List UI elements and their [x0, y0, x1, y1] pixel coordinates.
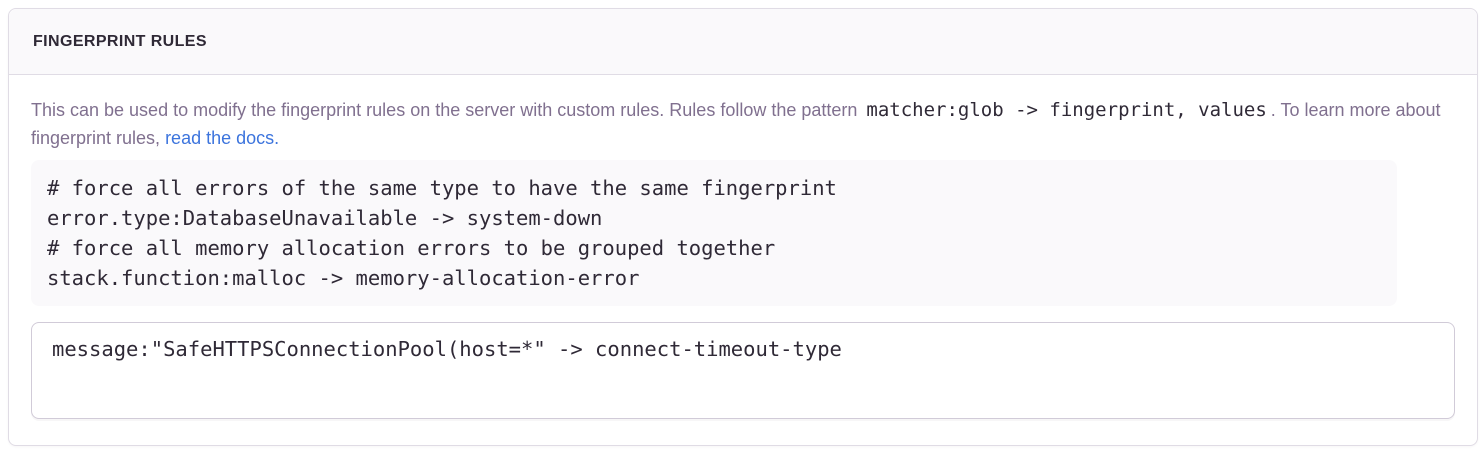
fingerprint-rules-panel: FINGERPRINT RULES This can be used to mo… [8, 8, 1478, 446]
panel-title: FINGERPRINT RULES [33, 32, 207, 50]
description-text-before: This can be used to modify the fingerpri… [31, 100, 863, 120]
fingerprint-rules-textarea[interactable]: message:"SafeHTTPSConnectionPool(host=*"… [31, 322, 1455, 419]
read-the-docs-link[interactable]: read the docs. [165, 128, 280, 148]
description: This can be used to modify the fingerpri… [31, 96, 1455, 152]
description-text-after: . To learn more about fingerprint rules, [31, 100, 1441, 148]
example-code-block: # force all errors of the same type to h… [31, 160, 1397, 306]
panel-body: This can be used to modify the fingerpri… [9, 75, 1477, 445]
pattern-inline-code: matcher:glob -> fingerprint, values [866, 99, 1267, 121]
panel-header: FINGERPRINT RULES [9, 9, 1477, 75]
